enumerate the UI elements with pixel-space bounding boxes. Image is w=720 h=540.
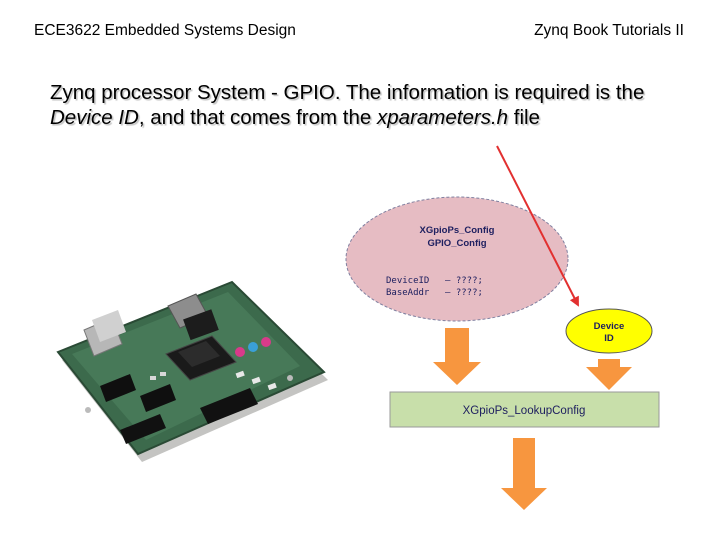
gpio-title-text: Zynq processor System - GPIO (50, 81, 335, 104)
arrow-device-id-down (586, 359, 632, 390)
zybo-board-photo (56, 280, 328, 462)
arrow-lookup-down (501, 438, 547, 510)
field-device-id-name: DeviceID (386, 276, 429, 286)
device-id-label-1: Device (594, 321, 625, 332)
field-base-addr-value: – ????; (445, 288, 483, 298)
body-text-segment: . The information is required is the (334, 81, 645, 104)
arrow-config-down (433, 328, 481, 385)
config-struct-ellipse (345, 196, 569, 322)
slide-header-right: Zynq Book Tutorials II (534, 22, 684, 39)
config-title-1: XGpioPs_Config (420, 225, 495, 236)
body-text-segment: , and that comes from the (138, 106, 378, 129)
xparameters-emphasis: xparameters.h (377, 106, 509, 129)
body-text-segment: file (508, 106, 540, 129)
slide-header-left: ECE3622 Embedded Systems Design (34, 22, 296, 39)
pointer-arrow (496, 145, 579, 307)
device-id-label-2: ID (604, 333, 614, 344)
lookup-config-box (389, 391, 660, 428)
slide-body-text: Zynq processor System - GPIO. The inform… (50, 80, 650, 130)
field-device-id-value: – ????; (445, 276, 483, 286)
device-id-emphasis: Device ID (50, 106, 139, 129)
config-title-2: GPIO_Config (427, 238, 486, 249)
device-id-ellipse (565, 308, 653, 354)
lookup-config-label: XGpioPs_LookupConfig (463, 405, 586, 417)
field-base-addr-name: BaseAddr (386, 288, 430, 298)
